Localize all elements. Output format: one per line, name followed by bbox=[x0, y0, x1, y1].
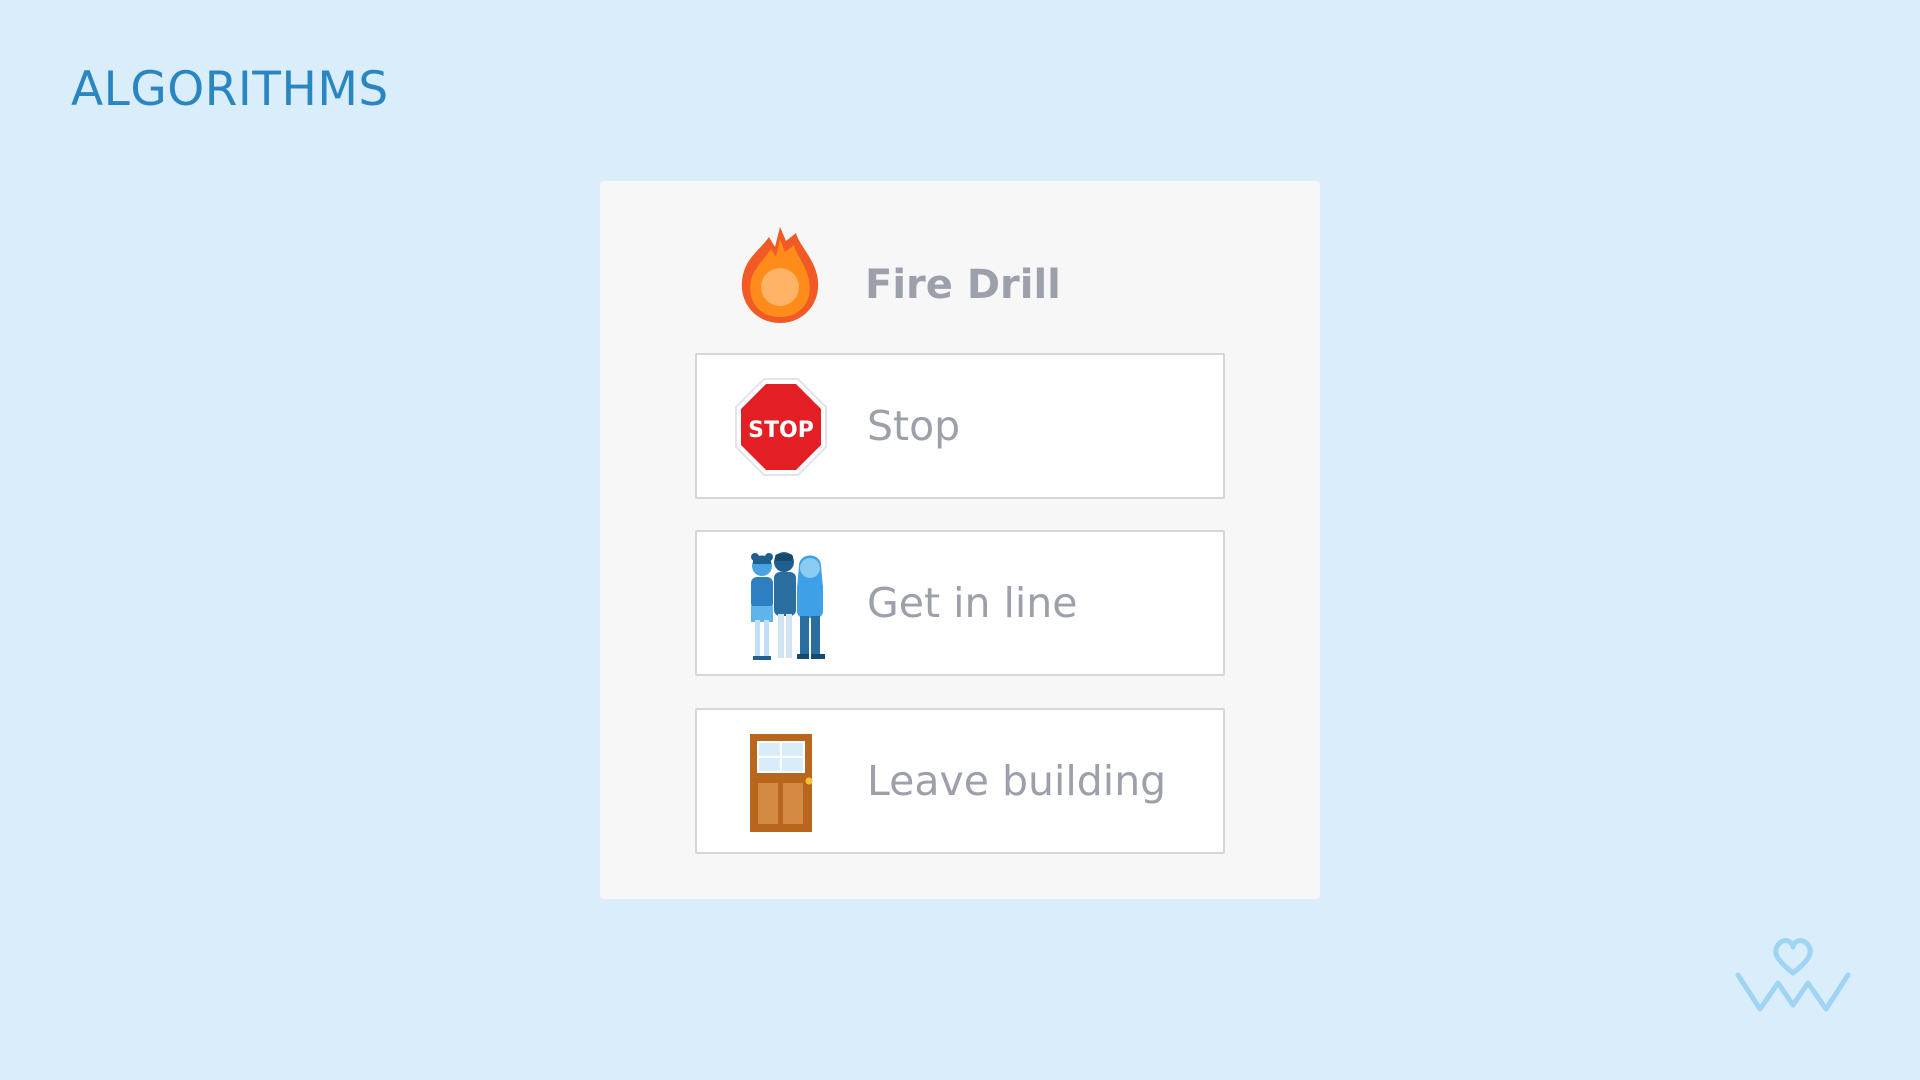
door-icon bbox=[729, 728, 833, 836]
stop-sign-text: STOP bbox=[748, 418, 814, 443]
panel-title: Fire Drill bbox=[865, 262, 1061, 308]
step-label: Leave building bbox=[867, 757, 1167, 805]
step-stop: STOP Stop bbox=[695, 353, 1225, 499]
panel-header: Fire Drill bbox=[600, 181, 1320, 353]
fire-drill-panel: Fire Drill STOP Stop bbox=[600, 181, 1320, 899]
brand-logo-icon bbox=[1734, 935, 1852, 1015]
slide-title: ALGORITHMS bbox=[71, 62, 389, 117]
step-label: Get in line bbox=[867, 579, 1078, 627]
step-label: Stop bbox=[867, 402, 961, 450]
flame-icon bbox=[739, 225, 821, 325]
step-get-in-line: Get in line bbox=[695, 530, 1225, 676]
step-leave-building: Leave building bbox=[695, 708, 1225, 854]
people-in-line-icon bbox=[729, 550, 833, 660]
stop-sign-icon: STOP bbox=[729, 373, 833, 481]
